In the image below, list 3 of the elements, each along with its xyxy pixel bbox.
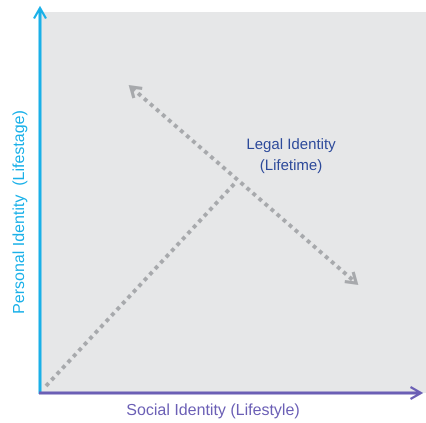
y-axis-title: Personal Identity (Lifestage) xyxy=(10,109,29,316)
region-label: Legal Identity (Lifetime) xyxy=(245,135,337,176)
x-axis-title: Social Identity (Lifestyle) xyxy=(125,401,301,421)
